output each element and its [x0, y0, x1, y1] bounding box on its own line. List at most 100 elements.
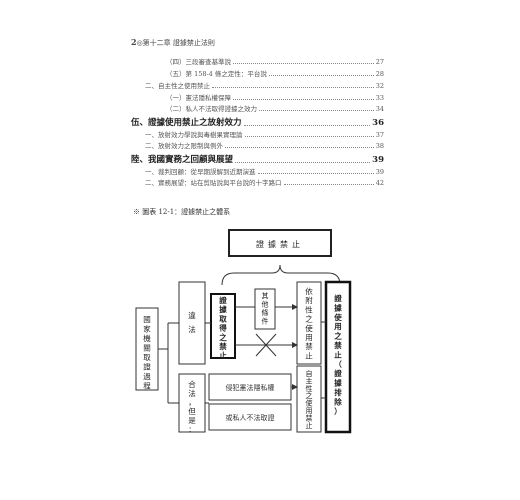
toc-leader-dots: [233, 63, 374, 64]
vertical-char: 之: [305, 314, 313, 324]
vertical-char: 之: [219, 332, 227, 342]
toc-leader-dots: [244, 136, 374, 137]
toc-leader-dots: [225, 147, 374, 148]
toc-entry-page: 36: [372, 118, 384, 128]
toc-entry-label: 二、放射效力之限制與例外: [145, 142, 223, 150]
toc-entry: 二、自主性之使用禁止 32: [145, 80, 384, 90]
vertical-char: 件: [262, 317, 269, 326]
toc-entry-page: 39: [372, 155, 384, 165]
toc-entry: （一）憲法隱私權保障 33: [166, 92, 384, 102]
vertical-char: 得: [218, 323, 227, 333]
toc-leader-dots: [235, 162, 371, 163]
toc-entry: 陸、我國實務之回顧與展望 39: [131, 153, 384, 165]
vertical-char: 他: [262, 300, 269, 309]
vertical-char: ：: [188, 425, 196, 434]
toc-leader-dots: [257, 173, 374, 174]
vertical-char: 依: [305, 286, 313, 296]
vertical-char: （: [334, 359, 342, 369]
vertical-char: 禁: [219, 341, 227, 351]
toc-entry-label: 陸、我國實務之回顧與展望: [131, 155, 234, 165]
toc-leader-dots: [233, 99, 374, 100]
toc-entry-label: 一、裁判回顧：從早期誤解到近期演進: [145, 168, 256, 176]
illegal-label: 違法: [188, 310, 196, 334]
vertical-char: 條: [262, 308, 269, 317]
vertical-char: 家: [143, 324, 151, 334]
toc-entry-label: 一、放射效力學說與毒樹果實理論: [145, 131, 243, 139]
brace: [221, 264, 341, 286]
vertical-char: 性: [306, 384, 313, 393]
toc-entry-label: （一）憲法隱私權保障: [166, 94, 231, 102]
toc-entry-page: 38: [375, 142, 384, 150]
vertical-char: 禁: [305, 342, 313, 351]
vertical-char: 過: [143, 371, 151, 381]
vertical-char: 據: [219, 304, 227, 314]
legal-label: 合法，但是：: [188, 379, 196, 434]
vertical-char: 違: [188, 310, 196, 320]
vertical-char: 止: [219, 350, 227, 360]
toc-entry-page: 42: [375, 179, 384, 187]
vertical-char: 用: [334, 322, 342, 331]
vertical-char: 禁: [306, 414, 313, 422]
toc-entry-page: 28: [375, 70, 384, 78]
vertical-char: 用: [306, 407, 313, 415]
running-title: ◎第十二章 證據禁止法則: [136, 39, 215, 47]
top-box-label: 證據禁止: [256, 239, 304, 249]
vertical-char: 用: [305, 333, 313, 342]
vertical-char: 法: [188, 388, 196, 398]
vertical-char: 使: [305, 323, 313, 333]
vertical-char: ）: [334, 406, 342, 416]
other-conditions-box: [254, 288, 276, 330]
vertical-char: 證: [219, 295, 227, 305]
toc-entry-page: 32: [375, 82, 384, 90]
independent-use-ban-box: [296, 365, 322, 433]
toc-entry-label: 二、自主性之使用禁止: [145, 82, 210, 90]
top-box: [228, 229, 332, 257]
acquisition-ban-box: [210, 293, 236, 359]
vertical-char: 除: [334, 396, 342, 406]
toc-leader-dots: [243, 125, 371, 126]
privacy-violation-label: 侵犯憲法隱私權: [226, 383, 275, 392]
vertical-char: 其: [262, 292, 269, 300]
toc-entry: 一、裁判回顧：從早期誤解到近期演進 39: [145, 166, 384, 176]
independent-use-ban-label: 自主性之使用禁止: [306, 369, 313, 430]
running-header: 2◎第十二章 證據禁止法則: [131, 37, 215, 48]
toc-entry-page: 34: [375, 105, 384, 113]
vertical-char: 據: [334, 378, 342, 388]
figure-caption: ※ 圖表 12-1：證據禁止之體系: [133, 208, 231, 216]
vertical-char: 證: [334, 293, 342, 303]
toc-leader-dots: [268, 75, 374, 76]
toc-entry: 伍、證據使用禁止之放射效力 36: [131, 116, 384, 128]
vertical-char: ，: [188, 398, 196, 407]
toc-entry-page: 39: [375, 168, 384, 176]
vertical-char: 主: [306, 376, 313, 385]
vertical-char: 是: [188, 416, 196, 425]
vertical-char: 排: [334, 387, 342, 397]
cross-mark: [255, 333, 277, 357]
vertical-char: 關: [143, 344, 151, 353]
vertical-char: 取: [143, 353, 151, 362]
vertical-char: 程: [143, 382, 151, 391]
vertical-char: 機: [143, 333, 151, 343]
vertical-char: 之: [306, 391, 313, 400]
vertical-char: 性: [305, 304, 313, 314]
toc-entry-label: （四）三段審查基準說: [166, 58, 231, 66]
vertical-char: 禁: [334, 340, 342, 350]
toc-entry-page: 33: [375, 94, 384, 102]
toc-entry-label: 伍、證據使用禁止之放射效力: [131, 118, 242, 128]
vertical-char: 證: [334, 368, 342, 378]
vertical-char: 使: [333, 312, 342, 322]
toc-entry: 一、放射效力學說與毒樹果實理論 37: [145, 129, 384, 139]
toc-entry-page: 37: [375, 131, 384, 139]
toc-leader-dots: [259, 110, 374, 111]
private-illegal-box: [208, 403, 292, 431]
vertical-char: 合: [188, 379, 196, 389]
toc-leader-dots: [283, 184, 374, 185]
